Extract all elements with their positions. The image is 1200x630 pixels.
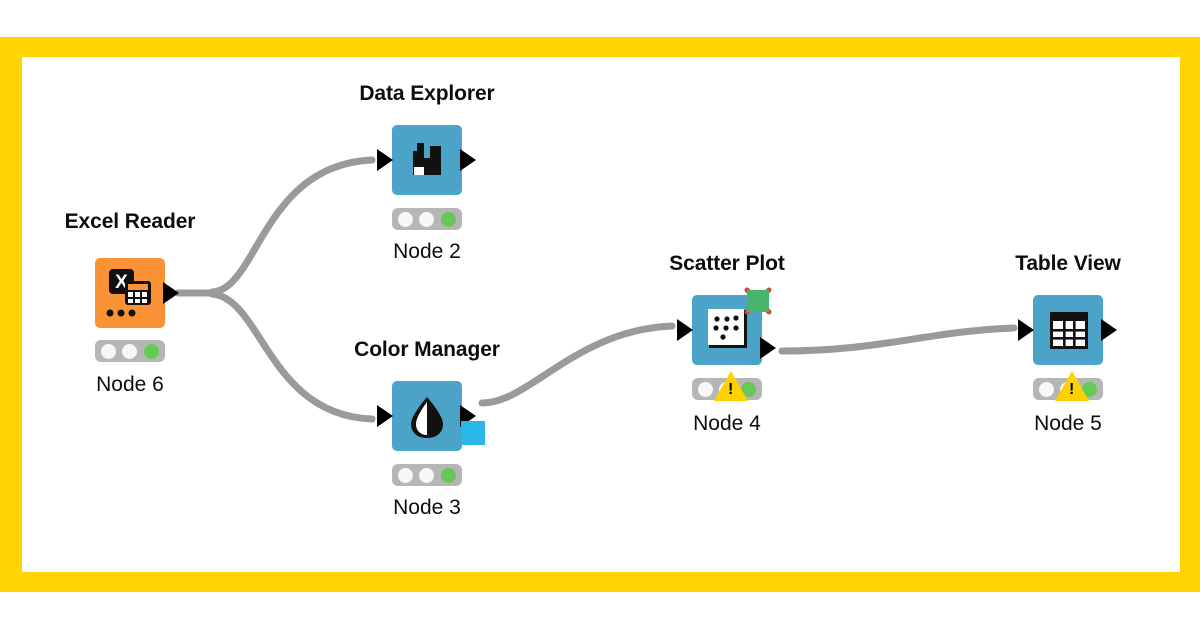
output-port[interactable] [760,337,776,359]
warning-exclamation: ! [1069,381,1075,398]
node-status-bar: ! [692,371,762,401]
edge-node6-node3 [208,290,376,423]
node-id-label: Node 5 [1034,412,1102,435]
status-light-configured [122,343,138,359]
status-light-configured [419,211,435,227]
node-status-bar [392,464,462,486]
input-port[interactable] [377,405,393,427]
node-id-label: Node 3 [393,496,461,519]
node-title: Excel Reader [64,210,196,233]
edge-node6-node2 [208,156,376,296]
warning-triangle-icon[interactable] [1055,371,1089,401]
edge-node4-node5 [778,324,1018,355]
node-title: Scatter Plot [669,252,785,275]
node-status-bar: ! [1033,371,1103,401]
edge-node3-node4 [478,322,676,407]
input-port[interactable] [1018,319,1034,341]
status-light-idle [398,467,414,483]
node-id-label: Node 6 [96,373,164,396]
node-title: Table View [1015,252,1121,275]
color-output-port[interactable] [461,421,485,445]
output-port[interactable] [1101,319,1117,341]
node-status-bar [392,208,462,230]
output-port[interactable] [163,282,179,304]
node-id-label: Node 2 [393,240,461,263]
excel-reader-icon: X [106,269,151,317]
status-light-idle [1039,381,1055,397]
warning-exclamation: ! [728,381,734,398]
node-body[interactable]: X [95,258,165,328]
status-light-idle [101,343,117,359]
node-title: Color Manager [354,338,500,361]
svg-text:X: X [115,272,128,293]
status-light-configured [419,467,435,483]
warning-triangle-icon[interactable] [714,371,748,401]
status-light-executed [440,467,456,483]
output-port[interactable] [460,149,476,171]
status-light-executed [440,211,456,227]
node-body[interactable] [392,125,462,195]
input-port[interactable] [677,319,693,341]
failed-view-x-icon[interactable] [744,287,772,315]
table-grid-icon [1050,312,1088,349]
node-id-label: Node 4 [693,412,761,435]
status-light-idle [398,211,414,227]
color-droplet-icon [411,397,443,438]
status-light-idle [698,381,714,397]
status-light-executed [143,343,159,359]
histogram-icon [413,143,441,175]
node-title: Data Explorer [359,82,495,105]
node-status-bar [95,340,165,362]
node-body[interactable] [1033,295,1103,365]
input-port[interactable] [377,149,393,171]
scatter-plot-icon [708,309,747,348]
node-body[interactable] [392,381,462,451]
